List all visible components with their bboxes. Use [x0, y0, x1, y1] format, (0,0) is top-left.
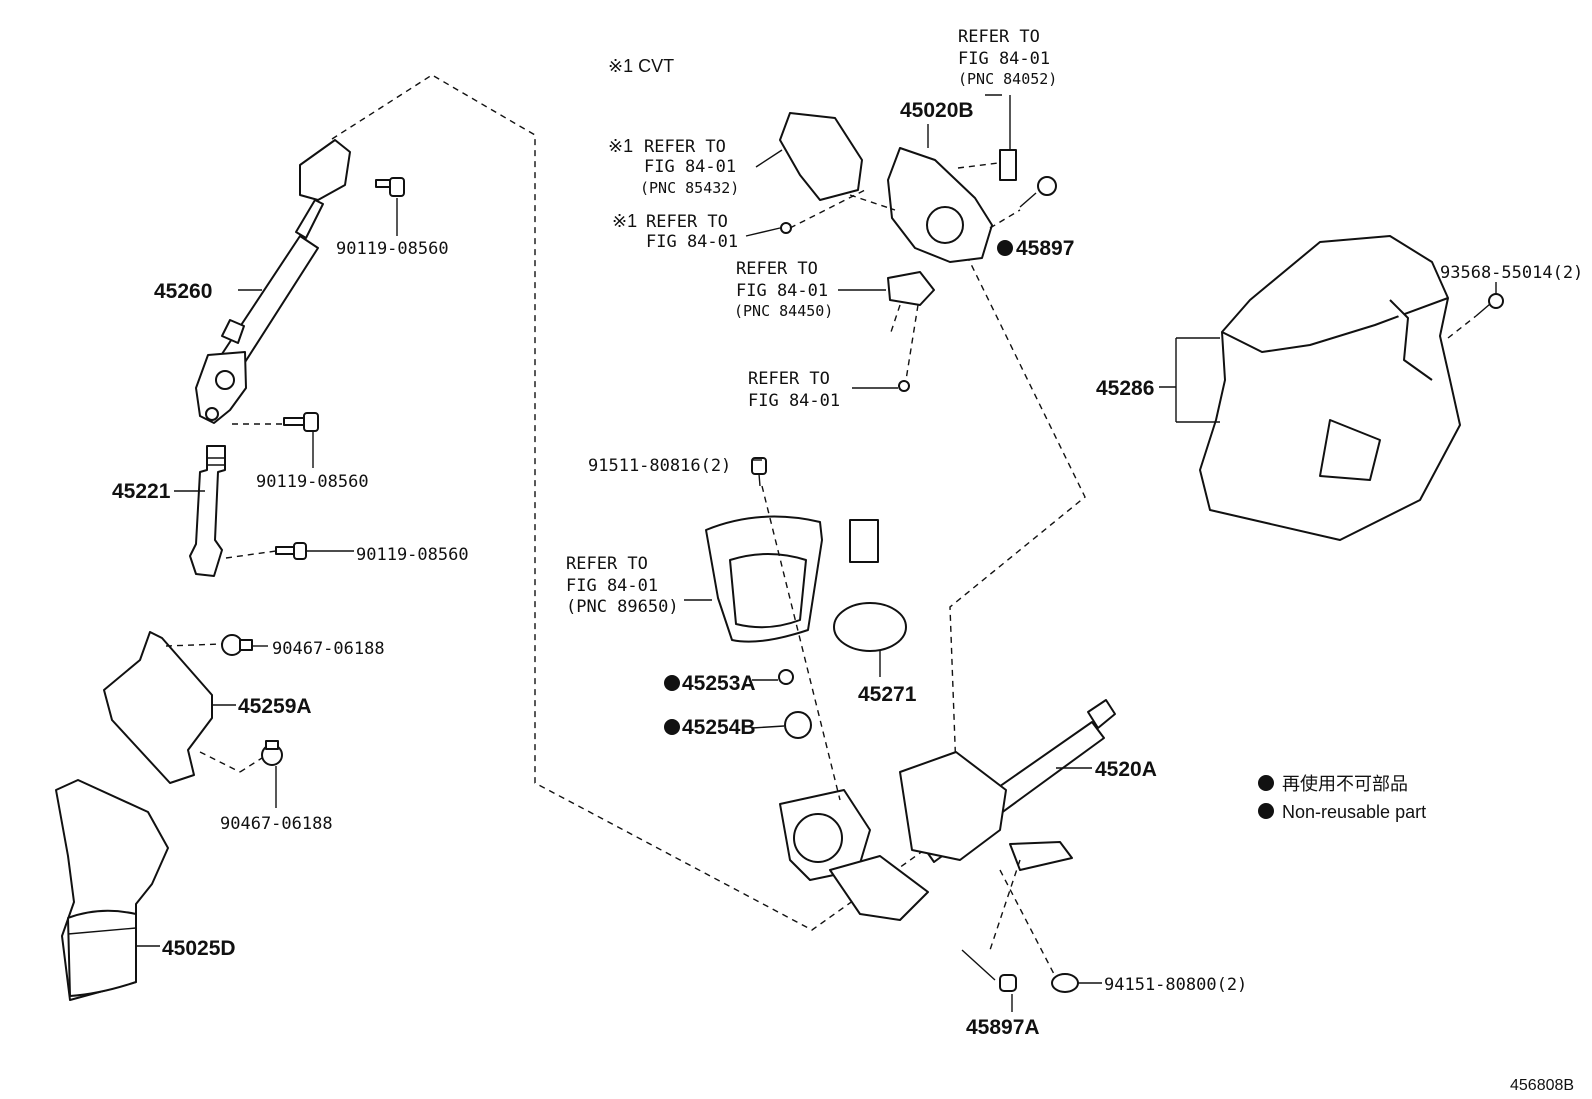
refer-85432-line2: FIG 84-01	[644, 157, 736, 177]
legend-jp: 再使用不可部品	[1282, 774, 1408, 794]
bolt-45897a	[961, 949, 1017, 992]
bolt-90119-top	[375, 177, 405, 197]
part-45897: 45897	[1016, 237, 1074, 260]
figure-id: 456808B	[1510, 1077, 1574, 1094]
legend-dot-en	[1258, 803, 1274, 819]
refer-plain2-line1: REFER TO	[748, 369, 830, 389]
actuator-85432-drawing	[779, 112, 863, 201]
legend-dot-jp	[1258, 775, 1274, 791]
screw-93568	[1475, 293, 1504, 317]
steering-column-4520a-drawing	[779, 699, 1116, 921]
nut-91511	[751, 457, 767, 487]
part-91511: 91511-80816(2)	[588, 456, 731, 476]
part-45025d: 45025D	[162, 937, 236, 960]
shear-bolt-45897	[1019, 176, 1057, 208]
refer-85432-line3: (PNC 85432)	[640, 179, 739, 197]
part-45286: 45286	[1096, 377, 1154, 400]
refer-84052-line3: (PNC 84052)	[958, 70, 1057, 88]
bolt-90119-mid	[283, 412, 319, 432]
bolt-90119-low	[275, 542, 307, 560]
refer-85432-line1: REFER TO	[644, 137, 726, 157]
refer-plain2-line2: FIG 84-01	[748, 391, 840, 411]
part-45254b: 45254B	[682, 716, 756, 739]
refer-84450-line3: (PNC 84450)	[734, 302, 833, 320]
part-4520a: 4520A	[1095, 758, 1157, 781]
nut-94151-drawing	[1051, 973, 1079, 993]
column-cover-45286-drawing	[1199, 235, 1461, 541]
part-90119-top: 90119-08560	[336, 239, 449, 259]
clip-90467-upper	[221, 634, 253, 656]
refer-plain1-line1: REFER TO	[646, 212, 728, 232]
part-90467-lower: 90467-06188	[220, 814, 333, 834]
assembly-outline	[331, 74, 1086, 931]
refer-84052-line2: FIG 84-01	[958, 49, 1050, 69]
part-90467-upper: 90467-06188	[272, 639, 385, 659]
refer-89650-line3: (PNC 89650)	[566, 597, 679, 617]
part-45259a: 45259A	[238, 695, 312, 718]
part-90119-low: 90119-08560	[356, 545, 469, 565]
cvt-note: ※1 CVT	[608, 56, 674, 76]
refer-89650-line2: FIG 84-01	[566, 576, 658, 596]
screw-lower	[898, 380, 910, 392]
refer-84052-line1: REFER TO	[958, 27, 1040, 47]
switch-84052-drawing	[999, 149, 1017, 181]
part-45260: 45260	[154, 280, 212, 303]
screw-top	[780, 222, 792, 234]
part-90119-mid: 90119-08560	[256, 472, 369, 492]
lock-housing-45020b-drawing	[887, 147, 993, 263]
gear-45254b-drawing	[784, 711, 812, 739]
cover-45259a-drawing	[103, 631, 213, 784]
motor-89650-drawing	[705, 515, 879, 643]
part-45271: 45271	[858, 683, 917, 706]
part-45897a: 45897A	[966, 1016, 1040, 1039]
part-45221: 45221	[112, 480, 171, 503]
nonreusable-dot-45254b	[664, 719, 680, 735]
sensor-84450-drawing	[887, 271, 935, 306]
refer-plain1-line2: FIG 84-01	[646, 232, 738, 252]
part-94151: 94151-80800(2)	[1104, 975, 1247, 995]
part-45253a: 45253A	[682, 672, 756, 695]
nonreusable-dot-45253a	[664, 675, 680, 691]
nonreusable-dot-45897	[997, 240, 1013, 256]
column-hole-cover-45025d-drawing	[55, 779, 169, 1001]
leader-lines	[136, 94, 1497, 1012]
steering-shaft-45221-drawing	[189, 445, 226, 577]
clip-90467-lower	[261, 740, 283, 766]
intermediate-shaft-drawing	[195, 139, 351, 424]
part-45020b: 45020B	[900, 99, 974, 122]
refer-89650-line1: REFER TO	[566, 554, 648, 574]
gear-45253a-drawing	[778, 669, 794, 685]
refer-84450-line1: REFER TO	[736, 259, 818, 279]
legend-en: Non-reusable part	[1282, 802, 1426, 822]
refer-85432-mark: ※1	[608, 136, 633, 156]
refer-plain1-mark: ※1	[612, 211, 637, 231]
refer-84450-line2: FIG 84-01	[736, 281, 828, 301]
part-93568: 93568-55014(2)	[1440, 263, 1583, 283]
clamp-45271-drawing	[833, 602, 907, 652]
